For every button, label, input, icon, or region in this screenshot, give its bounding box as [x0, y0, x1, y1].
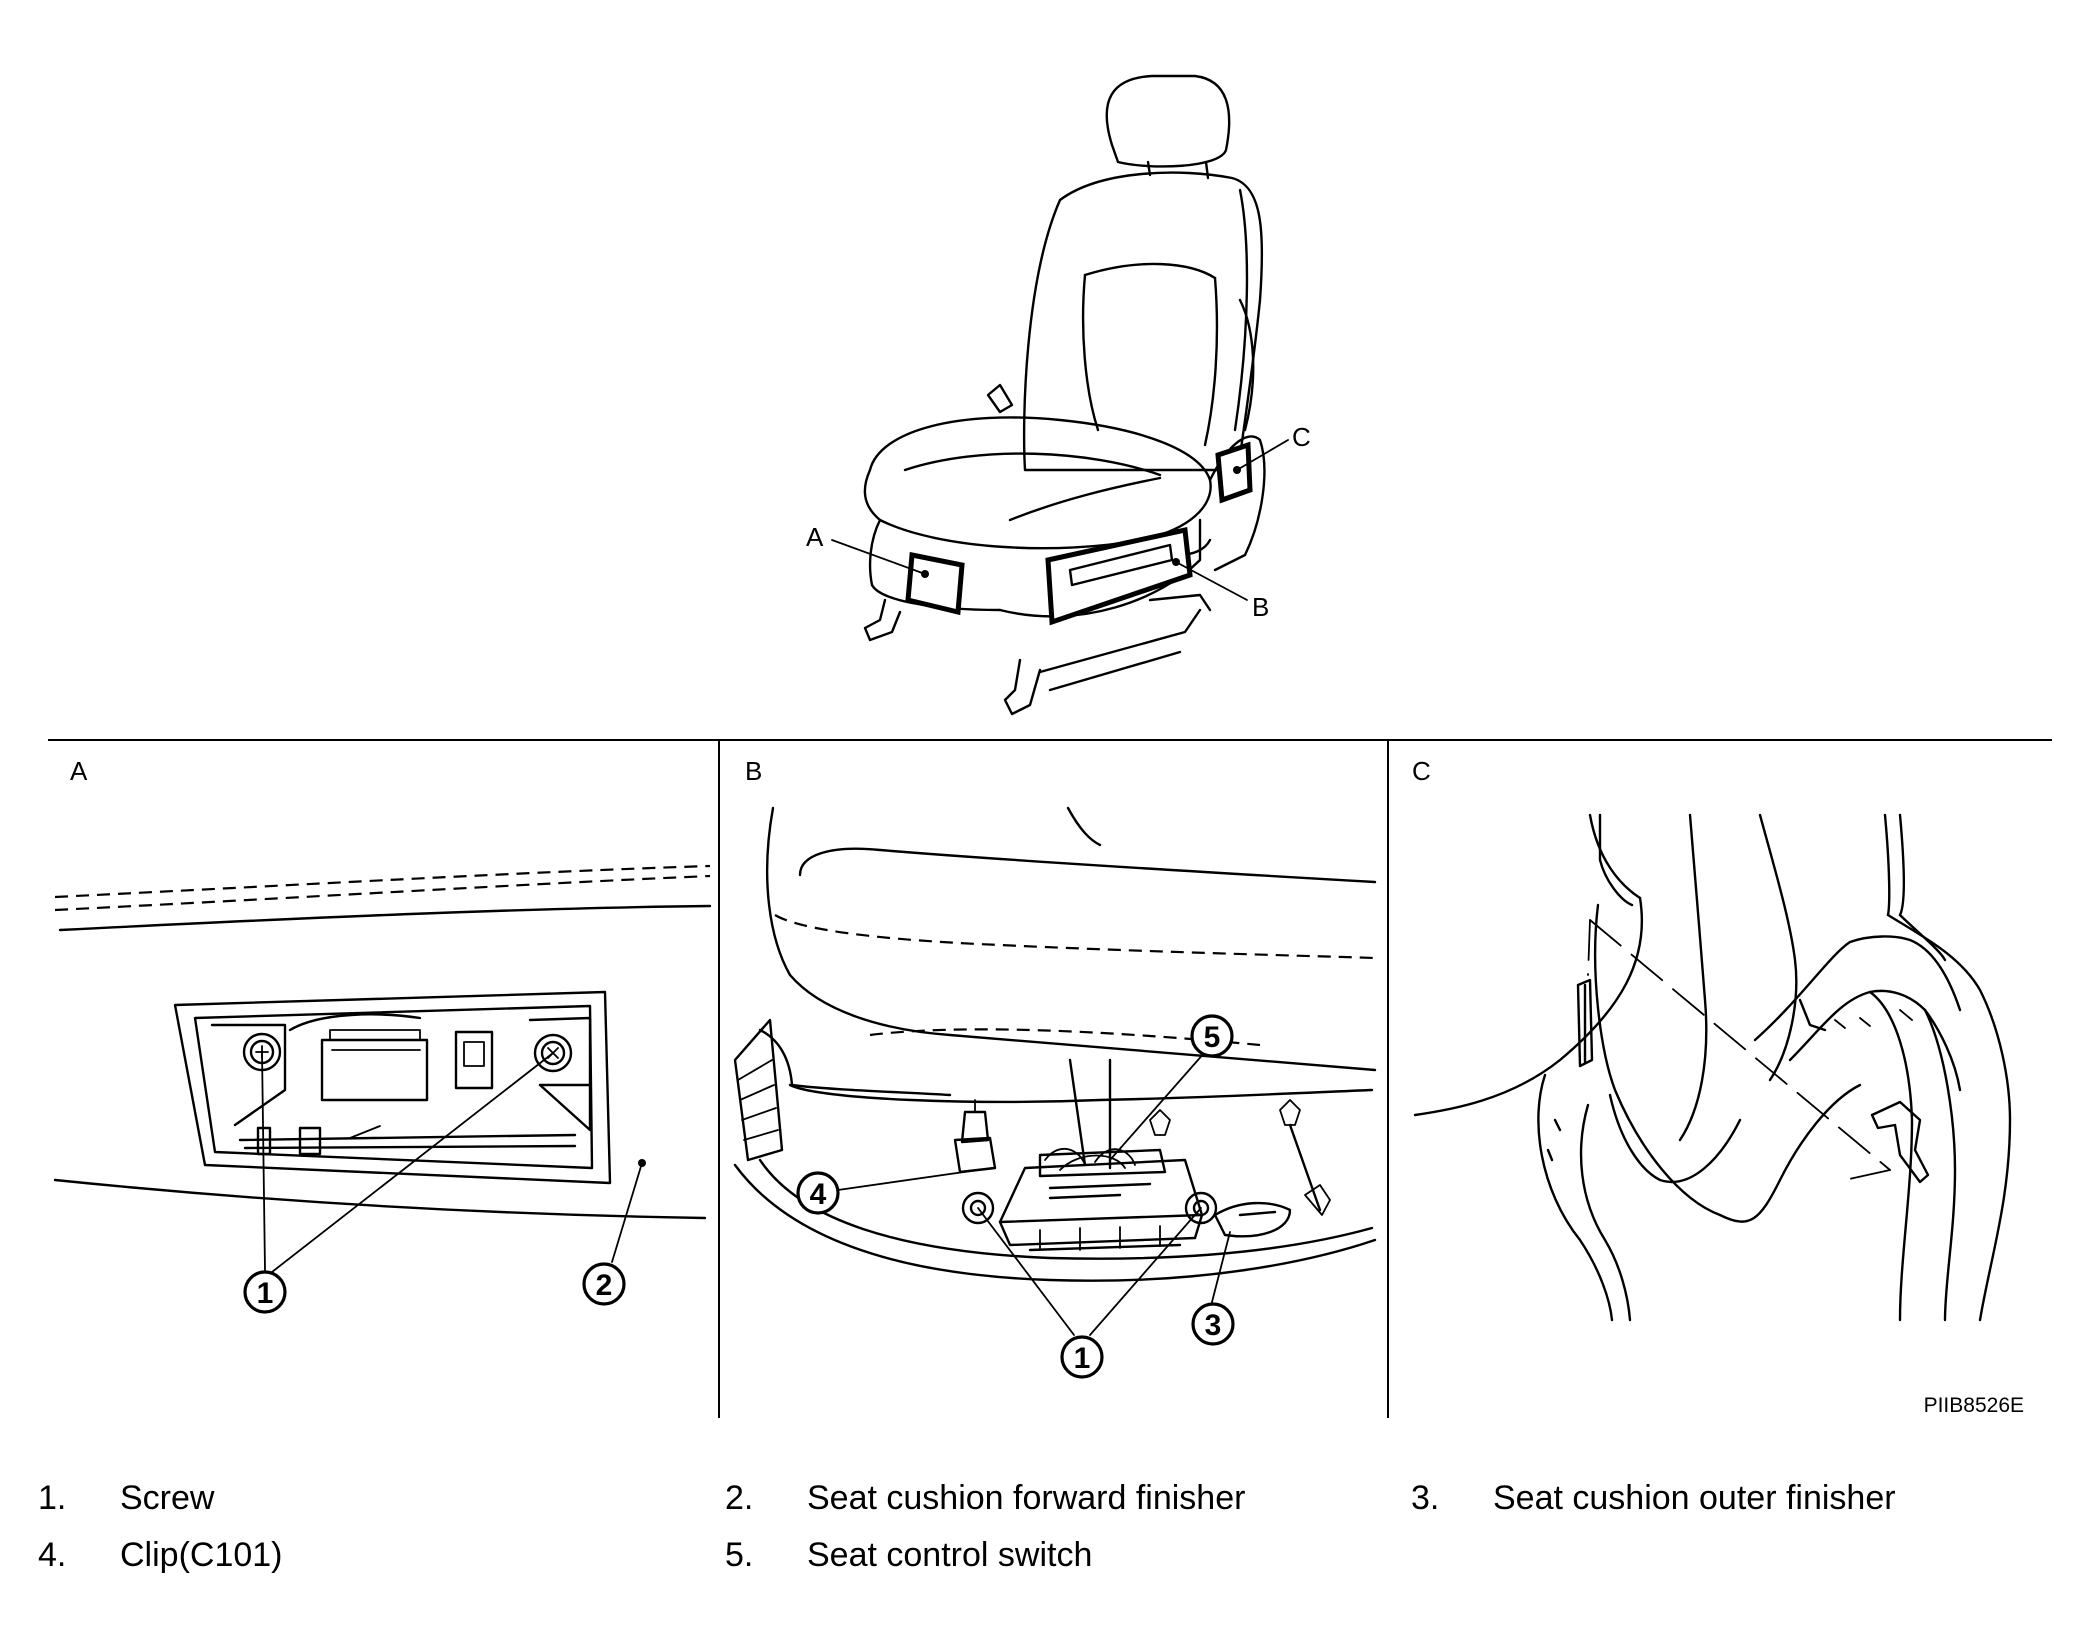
legend-number: 5.: [725, 1536, 754, 1574]
panel-a-label: A: [70, 756, 88, 786]
seat-overview-illustration: [831, 74, 1289, 716]
legend-text: Clip(C101): [120, 1536, 283, 1574]
panel-b-callout-1: 1: [1074, 1342, 1091, 1375]
panel-b-callout-4: 4: [810, 1178, 827, 1211]
callout-area-a-box: [905, 552, 965, 616]
figure-code: PIIB8526E: [1924, 1394, 2024, 1417]
legend-text: Seat control switch: [807, 1536, 1093, 1574]
panel-c-label: C: [1412, 756, 1431, 786]
panel-a-illustration: [53, 864, 712, 1273]
panel-c-illustration: [1413, 813, 2012, 1322]
panel-b-label: B: [745, 756, 762, 786]
legend-number: 3.: [1411, 1479, 1440, 1517]
legend-number: 1.: [38, 1479, 67, 1517]
callout-area-b-box: [1045, 526, 1193, 626]
panel-a-callout-1: 1: [257, 1277, 274, 1310]
legend-text: Seat cushion forward finisher: [807, 1479, 1246, 1517]
panel-b-callout-5: 5: [1204, 1021, 1221, 1054]
legend-number: 2.: [725, 1479, 754, 1517]
panel-b-callout-3: 3: [1205, 1309, 1222, 1342]
legend-number: 4.: [38, 1536, 67, 1574]
overview-callout-b: B: [1252, 592, 1269, 622]
overview-callout-a: A: [806, 522, 824, 552]
overview-callout-c: C: [1292, 422, 1311, 452]
legend-text: Seat cushion outer finisher: [1493, 1479, 1896, 1517]
legend-text: Screw: [120, 1479, 215, 1517]
panel-a-callout-2: 2: [596, 1269, 613, 1302]
panel-frame: [48, 739, 2052, 1418]
panel-b-illustration: [733, 806, 1377, 1336]
